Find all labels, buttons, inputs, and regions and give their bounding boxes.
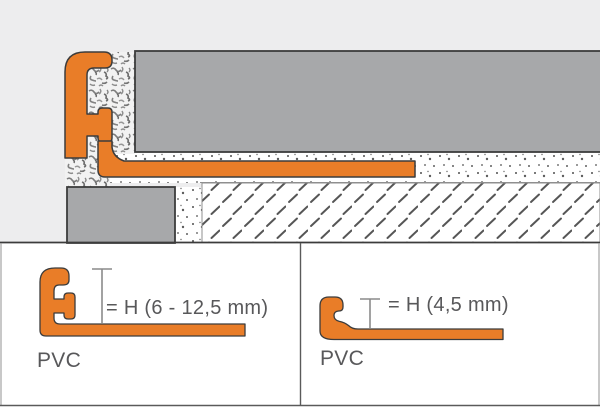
top-tile	[134, 50, 600, 153]
substrate-hatch	[201, 182, 600, 243]
height-label-small: = H (4,5 mm)	[388, 294, 509, 316]
height-label-large: = H (6 - 12,5 mm)	[106, 297, 269, 319]
material-label-small: PVC	[320, 347, 365, 370]
detail-panel-large	[39, 267, 246, 337]
profile-anchor-leg	[97, 140, 416, 178]
profile-cross-section-small	[319, 296, 504, 341]
wall-tile	[66, 186, 176, 244]
profile-cross-section-large	[39, 267, 246, 337]
material-label-large: PVC	[37, 349, 82, 372]
installation-cross-section	[0, 0, 600, 244]
detail-panel-small	[319, 296, 504, 341]
thinset-band-vertical	[175, 187, 202, 243]
